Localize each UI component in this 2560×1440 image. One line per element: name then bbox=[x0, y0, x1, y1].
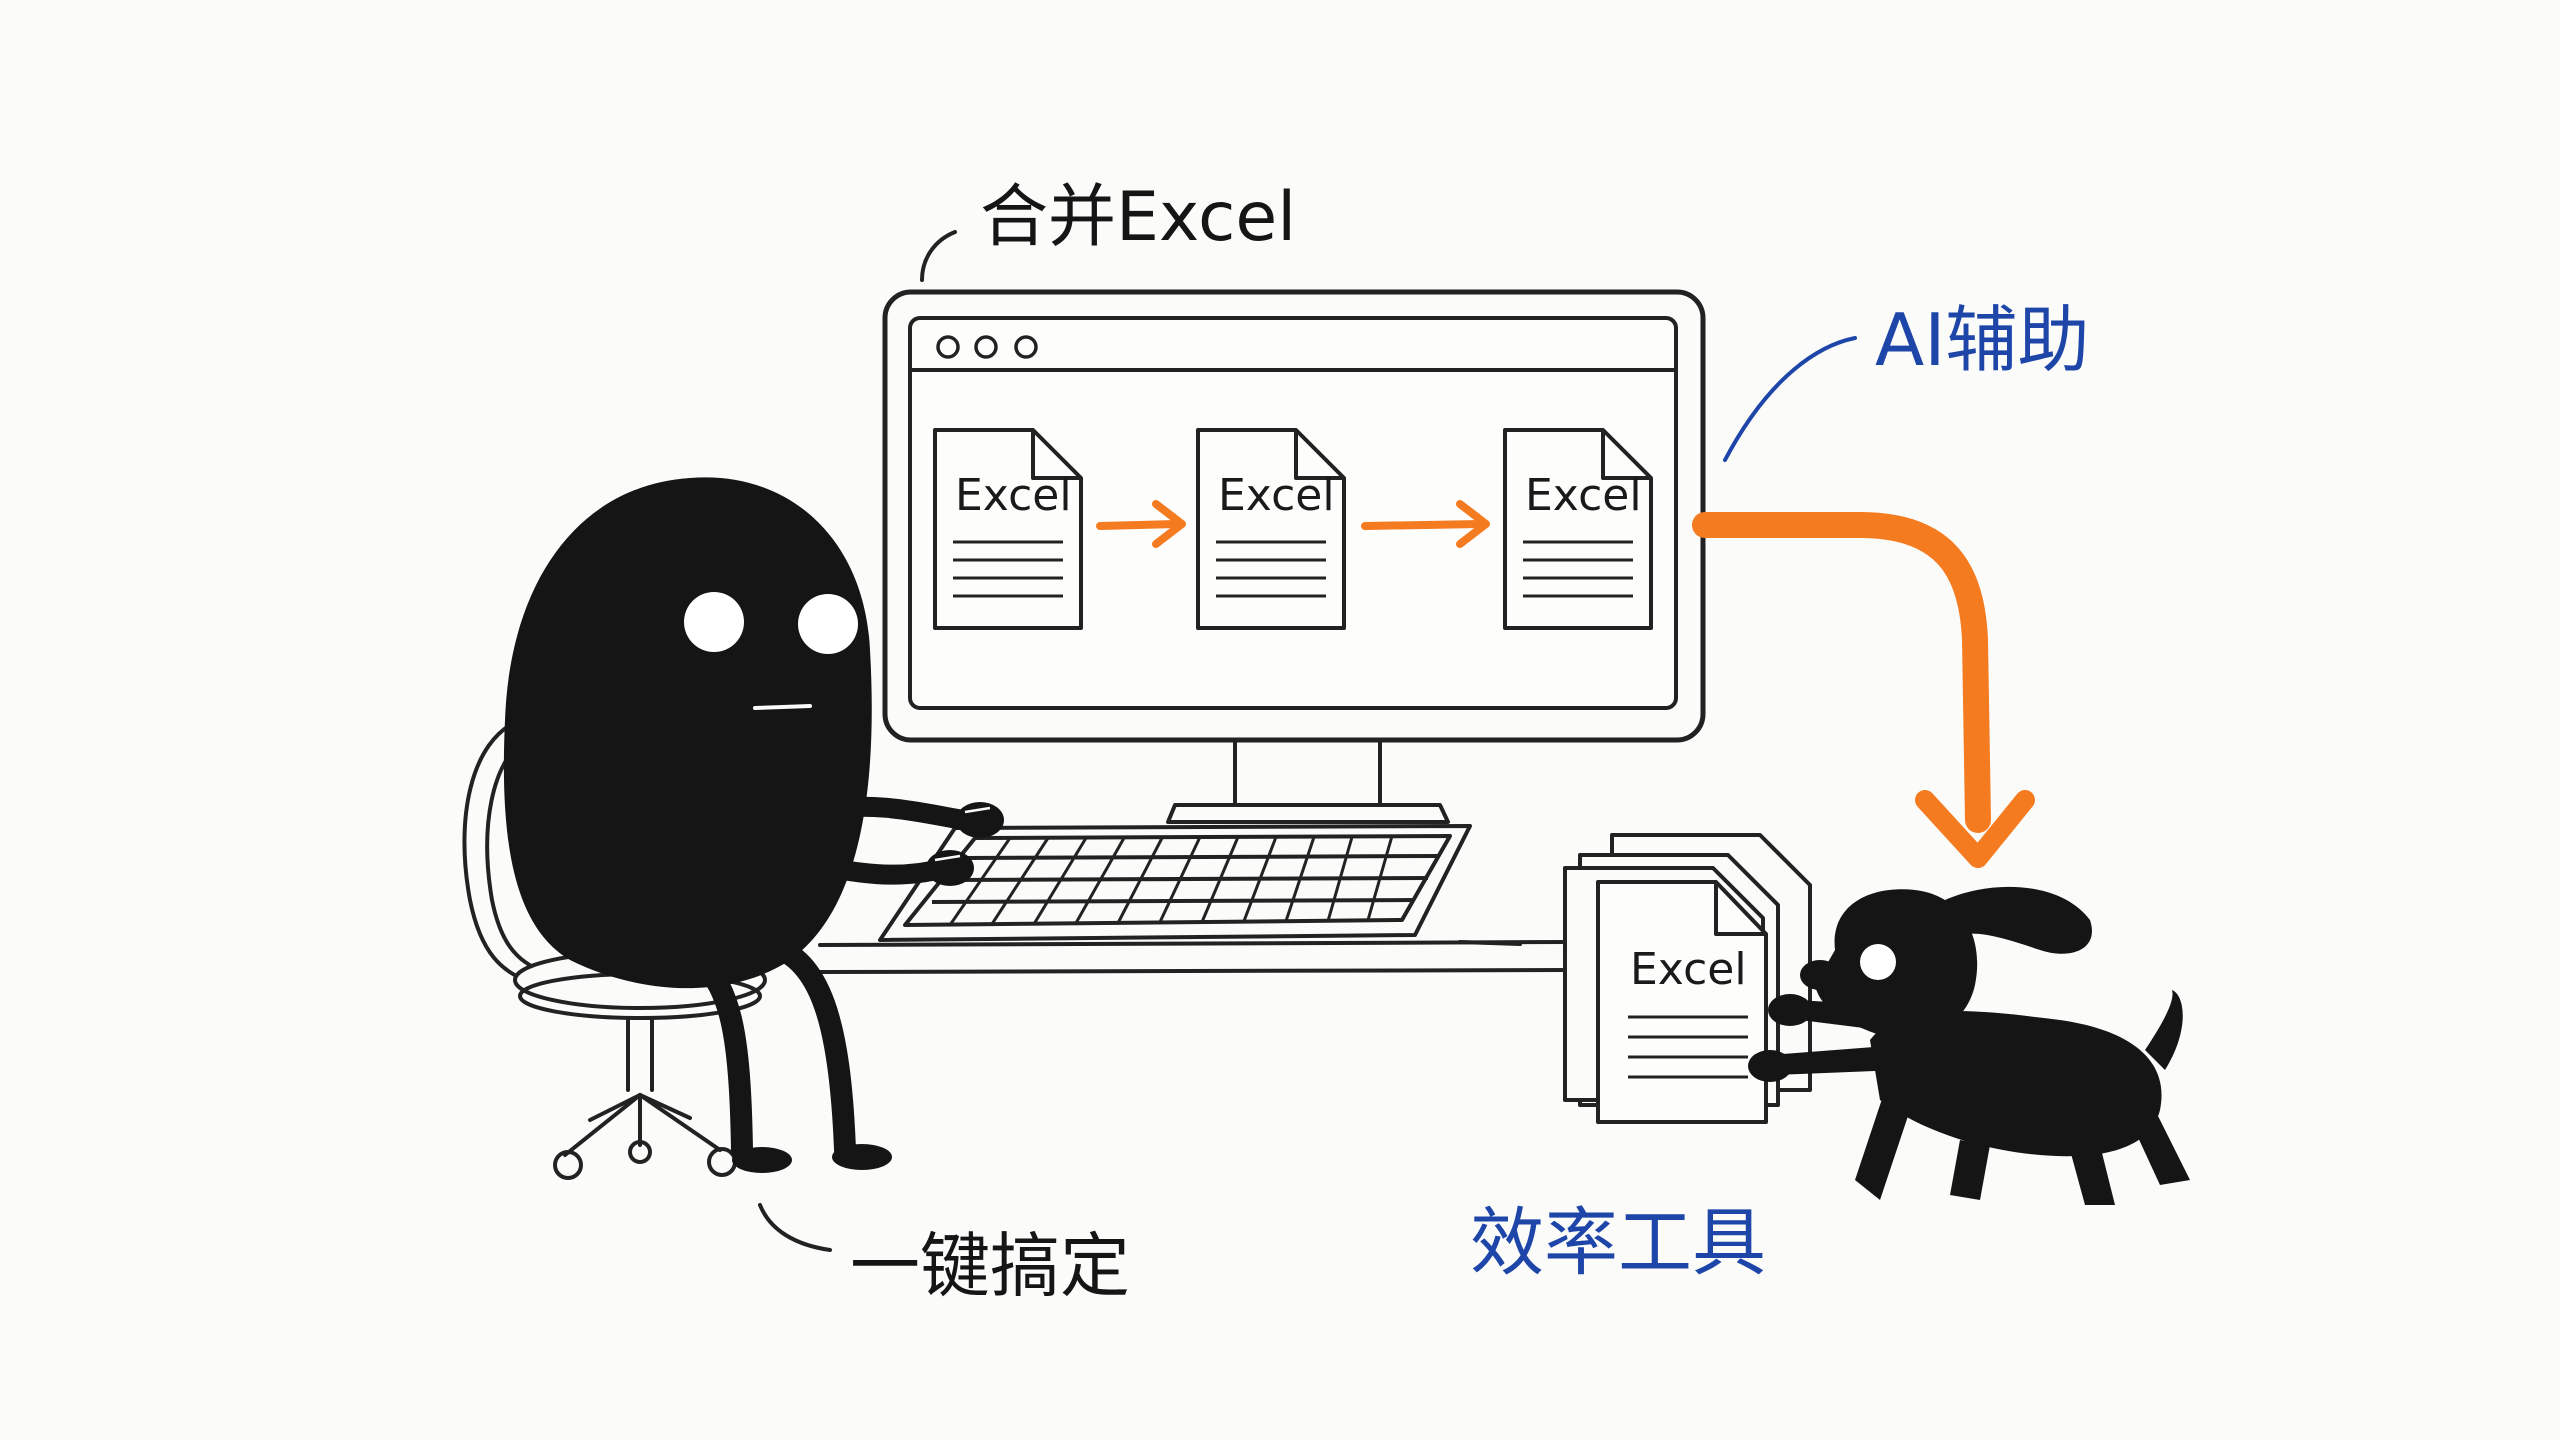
window-dot-icon bbox=[936, 335, 960, 359]
callout-strokes bbox=[758, 230, 1857, 1252]
window-dot-icon bbox=[1014, 335, 1038, 359]
screen-doc-2: Excel bbox=[1196, 428, 1346, 630]
flow-arrow-2 bbox=[1361, 500, 1490, 548]
doc-label: Excel bbox=[1218, 470, 1335, 521]
blob-character bbox=[503, 477, 1004, 1173]
dog-eye bbox=[1860, 944, 1896, 980]
window-dot-icon bbox=[974, 335, 998, 359]
keyboard bbox=[878, 824, 1472, 942]
label-one-click: 一键搞定 bbox=[850, 1225, 1130, 1307]
desk bbox=[818, 940, 1572, 974]
doc-label: Excel bbox=[1525, 470, 1642, 521]
label-ai-assist: AI辅助 bbox=[1875, 298, 2090, 382]
screen-doc-3: Excel bbox=[1503, 428, 1653, 630]
output-arrow bbox=[1692, 512, 2035, 868]
output-doc-stack: Excel bbox=[1563, 833, 1812, 1124]
doc-label: Excel bbox=[955, 470, 1072, 521]
label-efficiency-tool: 效率工具 bbox=[1470, 1200, 1766, 1286]
label-merge-excel: 合并Excel bbox=[980, 178, 1296, 257]
screen-doc-1: Excel bbox=[933, 428, 1083, 630]
flow-arrow-1 bbox=[1096, 500, 1186, 548]
window-control-dots bbox=[936, 335, 1038, 359]
dog-character bbox=[1748, 886, 2190, 1205]
output-doc-label: Excel bbox=[1630, 944, 1747, 995]
